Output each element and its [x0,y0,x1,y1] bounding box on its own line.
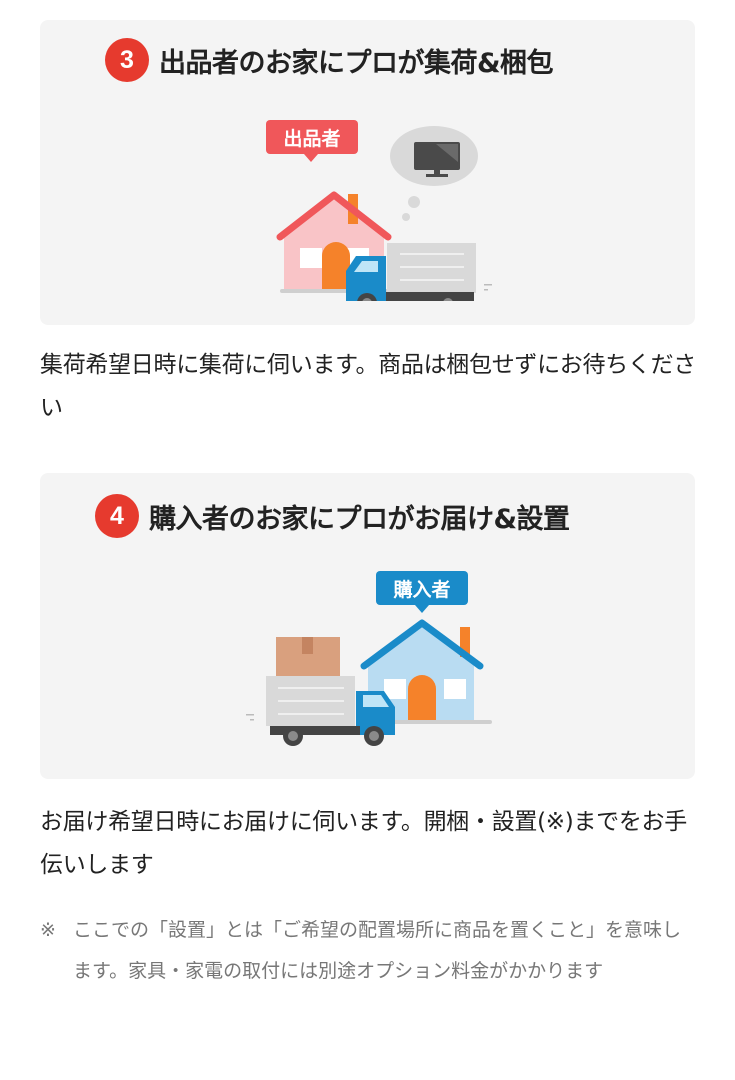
note-asterisk-mark: ※ [40,919,56,941]
svg-text:出品者: 出品者 [283,127,340,150]
thought-bubble [390,126,478,221]
step-4-description: お届け希望日時にお届けに伺います。開梱・設置(※)までをお手伝いします [40,809,687,878]
seller-tag: 出品者 [266,120,358,162]
delivery-truck-icon [246,637,395,746]
step-4-card: 4 購入者のお家にプロがお届け&設置 購入者 [40,473,695,779]
step-number-badge: 3 [105,38,149,82]
step-3-title: 出品者のお家にプロが集荷&梱包 [159,47,554,79]
step-4-title: 購入者のお家にプロがお届け&設置 [149,503,570,535]
buyer-tag: 購入者 [376,571,468,613]
cardboard-box-icon [276,637,340,676]
delivery-truck-icon [346,243,492,301]
step-3-description: 集荷希望日時に集荷に伺います。商品は梱包せずにお待ちください [40,352,697,421]
svg-text:購入者: 購入者 [393,578,450,601]
step-4-header: 4 購入者のお家にプロがお届け&設置 [95,494,570,538]
note-text: ここでの「設置」とは「ご希望の配置場所に商品を置くこと」を意味します。家具・家電… [73,919,682,982]
tv-icon [414,142,460,177]
step-3-card: 3 出品者のお家にプロが集荷&梱包 出品者 [40,20,695,325]
step-number-badge: 4 [95,494,139,538]
installation-note: ※ ここでの「設置」とは「ご希望の配置場所に商品を置くこと」を意味します。家具・… [40,910,700,992]
step-3-header: 3 出品者のお家にプロが集荷&梱包 [105,38,554,82]
seller-house-pickup-illustration: 出品者 [266,120,492,301]
buyer-house-delivery-illustration: 購入者 [246,571,492,746]
